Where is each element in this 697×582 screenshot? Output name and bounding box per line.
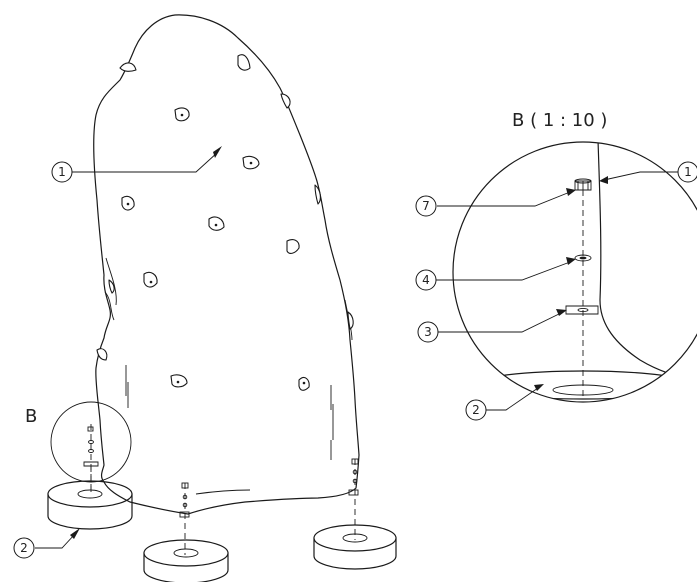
base-right: [313, 524, 397, 570]
callout-base-left: 2: [13, 537, 35, 559]
svg-text:2: 2: [20, 541, 28, 555]
base-center: [143, 539, 229, 582]
detail-title: B ( 1 : 10 ): [512, 110, 607, 131]
svg-text:1: 1: [58, 165, 66, 179]
svg-text:7: 7: [422, 199, 430, 213]
svg-text:1: 1: [684, 165, 692, 179]
detail-bracket: [565, 305, 599, 315]
detail-washer: [574, 254, 592, 262]
climbing-rock: [93, 14, 360, 518]
callout-detail-bracket: 3: [417, 321, 439, 343]
detail-letter-label: B: [25, 406, 37, 427]
anchor-bolt-center: [181, 482, 189, 555]
svg-text:4: 4: [422, 273, 430, 287]
leader-lines: [35, 146, 680, 549]
anchor-bolt-right: [351, 458, 359, 540]
detail-bolt: [574, 178, 592, 191]
callout-detail-base: 2: [465, 399, 487, 421]
callout-rock: 1: [51, 161, 73, 183]
svg-text:2: 2: [472, 403, 480, 417]
svg-text:3: 3: [424, 325, 432, 339]
base-left: [47, 480, 133, 530]
callout-detail-rock: 1: [677, 161, 697, 183]
detail-b-view: [452, 141, 697, 403]
callout-detail-washer: 4: [415, 269, 437, 291]
callout-detail-bolt: 7: [415, 195, 437, 217]
